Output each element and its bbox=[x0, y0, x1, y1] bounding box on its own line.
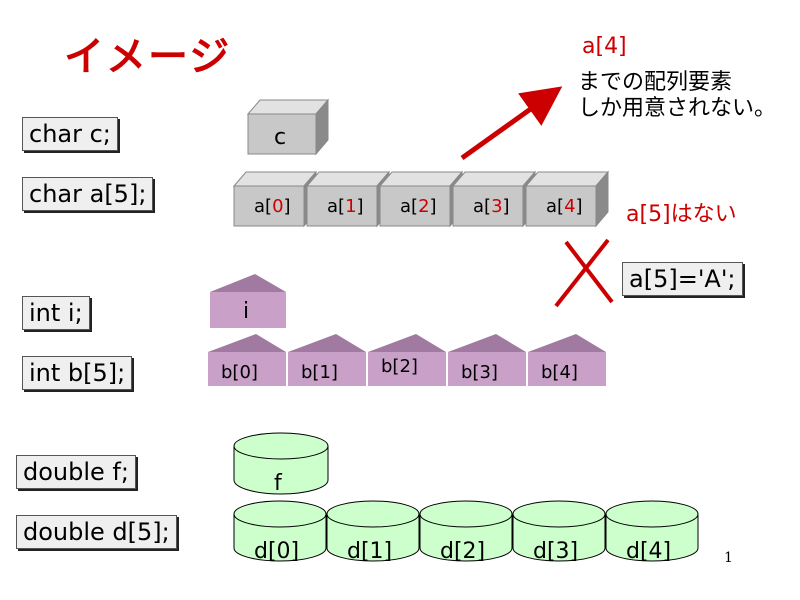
double-array-cell-label: d[1] bbox=[347, 539, 392, 564]
int-array-cell: b[3] bbox=[448, 334, 526, 386]
double-array-cell: d[4] bbox=[605, 500, 699, 564]
char-array-cell: a[3] bbox=[451, 170, 537, 228]
int-array-cell-label: b[3] bbox=[461, 362, 498, 383]
double-array-cell: d[3] bbox=[512, 500, 606, 564]
page-number: 1 bbox=[724, 550, 733, 566]
double-d-declaration: double d[5]; bbox=[16, 515, 177, 549]
char-array-cell: a[1] bbox=[305, 170, 391, 228]
double-array-cell-label: d[4] bbox=[626, 539, 671, 564]
int-array-cell-label: b[4] bbox=[541, 362, 578, 383]
double-f-declaration: double f; bbox=[16, 455, 136, 489]
double-array-cell: d[1] bbox=[326, 500, 420, 564]
char-a-declaration: char a[5]; bbox=[22, 177, 154, 211]
double-f-cell: f bbox=[233, 432, 329, 496]
int-array-cell: b[4] bbox=[528, 334, 606, 386]
annotation-a4-label: a[4] bbox=[582, 34, 627, 59]
int-b-declaration: int b[5]; bbox=[22, 356, 133, 390]
char-c-cell: c bbox=[246, 98, 330, 156]
assignment-code: a[5]='A'; bbox=[622, 262, 743, 296]
char-array-cell: a[4] bbox=[524, 170, 610, 228]
int-array-cell: b[0] bbox=[208, 334, 286, 386]
int-array-cell: b[2] bbox=[368, 334, 446, 386]
double-array-cell-label: d[3] bbox=[533, 539, 578, 564]
int-array-cell: b[1] bbox=[288, 334, 366, 386]
no-a5-note: a[5]はない bbox=[626, 202, 737, 227]
int-array: b[0] b[1] b[2] b[3] b[4] bbox=[208, 334, 606, 386]
annotation-arrow bbox=[460, 86, 563, 161]
double-f-label: f bbox=[274, 471, 283, 496]
cross-mark-icon bbox=[554, 238, 614, 308]
char-array-cell: a[2] bbox=[378, 170, 464, 228]
char-array: a[0] a[1] a[2] a[3] a[4] bbox=[232, 170, 610, 228]
char-array-cell-label: a[0] bbox=[254, 196, 291, 217]
int-i-label: i bbox=[243, 299, 249, 324]
int-array-cell-label: b[2] bbox=[381, 356, 418, 377]
double-array-cell-label: d[0] bbox=[254, 539, 299, 564]
int-array-cell-label: b[1] bbox=[301, 362, 338, 383]
double-array-cell-label: d[2] bbox=[440, 539, 485, 564]
int-array-cell-label: b[0] bbox=[221, 362, 258, 383]
double-array-cell: d[0] bbox=[233, 500, 327, 564]
int-i-cell: i bbox=[210, 274, 286, 328]
double-array: d[0] d[1] d[2] d[3] d[4] bbox=[233, 500, 699, 564]
page-title: イメージ bbox=[64, 34, 232, 80]
char-c-declaration: char c; bbox=[22, 117, 118, 151]
char-array-cell-label: a[3] bbox=[473, 196, 510, 217]
char-array-cell-label: a[1] bbox=[327, 196, 364, 217]
char-array-cell: a[0] bbox=[232, 170, 318, 228]
double-array-cell: d[2] bbox=[419, 500, 513, 564]
annotation-line2: しか用意されない。 bbox=[578, 96, 777, 121]
annotation-line1: までの配列要素 bbox=[578, 70, 733, 95]
char-array-cell-label: a[4] bbox=[546, 196, 583, 217]
char-c-label: c bbox=[274, 125, 286, 150]
char-array-cell-label: a[2] bbox=[400, 196, 437, 217]
int-i-declaration: int i; bbox=[22, 296, 90, 330]
